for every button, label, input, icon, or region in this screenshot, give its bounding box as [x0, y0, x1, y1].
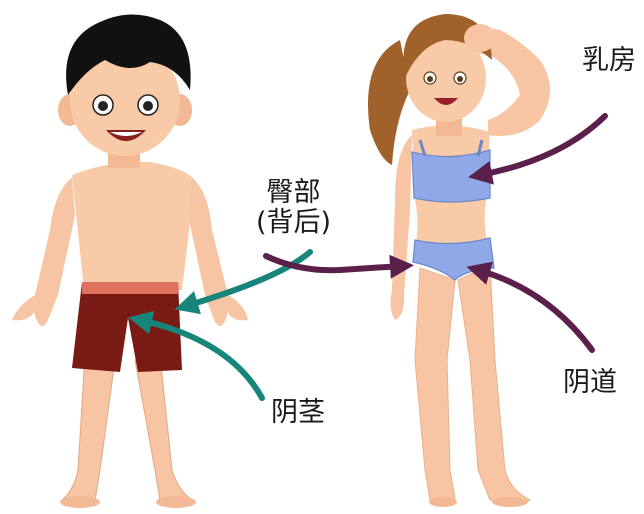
- label-penis: 阴茎: [271, 397, 325, 428]
- girl-figure: [368, 14, 550, 507]
- boy-waistband: [82, 282, 178, 294]
- label-buttocks: 臀部 (背后): [256, 178, 331, 238]
- boy-foot-right: [156, 496, 196, 508]
- arrow-vagina: [466, 261, 595, 353]
- girl-mouth: [434, 98, 458, 105]
- label-vagina: 阴道: [563, 367, 617, 398]
- boy-left-arm: [12, 178, 75, 326]
- boy-right-arm: [188, 178, 248, 326]
- arrow-buttocks-girl: [263, 253, 414, 279]
- boy-shorts: [72, 282, 182, 372]
- girl-head: [406, 34, 486, 122]
- boy-foot-left: [60, 496, 100, 508]
- arrow-penis: [128, 310, 265, 401]
- boy-head: [70, 44, 180, 156]
- girl-left-arm: [390, 135, 412, 320]
- girl-legs: [414, 264, 532, 504]
- label-buttocks-line2: (背后): [256, 207, 332, 238]
- boy-legs: [61, 354, 193, 505]
- label-breast: 乳房: [582, 45, 636, 76]
- boy-torso: [72, 161, 195, 290]
- label-buttocks-line1: 臀部: [266, 177, 321, 208]
- boy-hair: [66, 14, 191, 95]
- boy-figure: [12, 14, 248, 508]
- girl-hand: [464, 24, 496, 52]
- arrow-breast: [468, 113, 608, 185]
- girl-ponytail: [368, 40, 410, 165]
- arrow-buttocks-boy: [174, 249, 313, 315]
